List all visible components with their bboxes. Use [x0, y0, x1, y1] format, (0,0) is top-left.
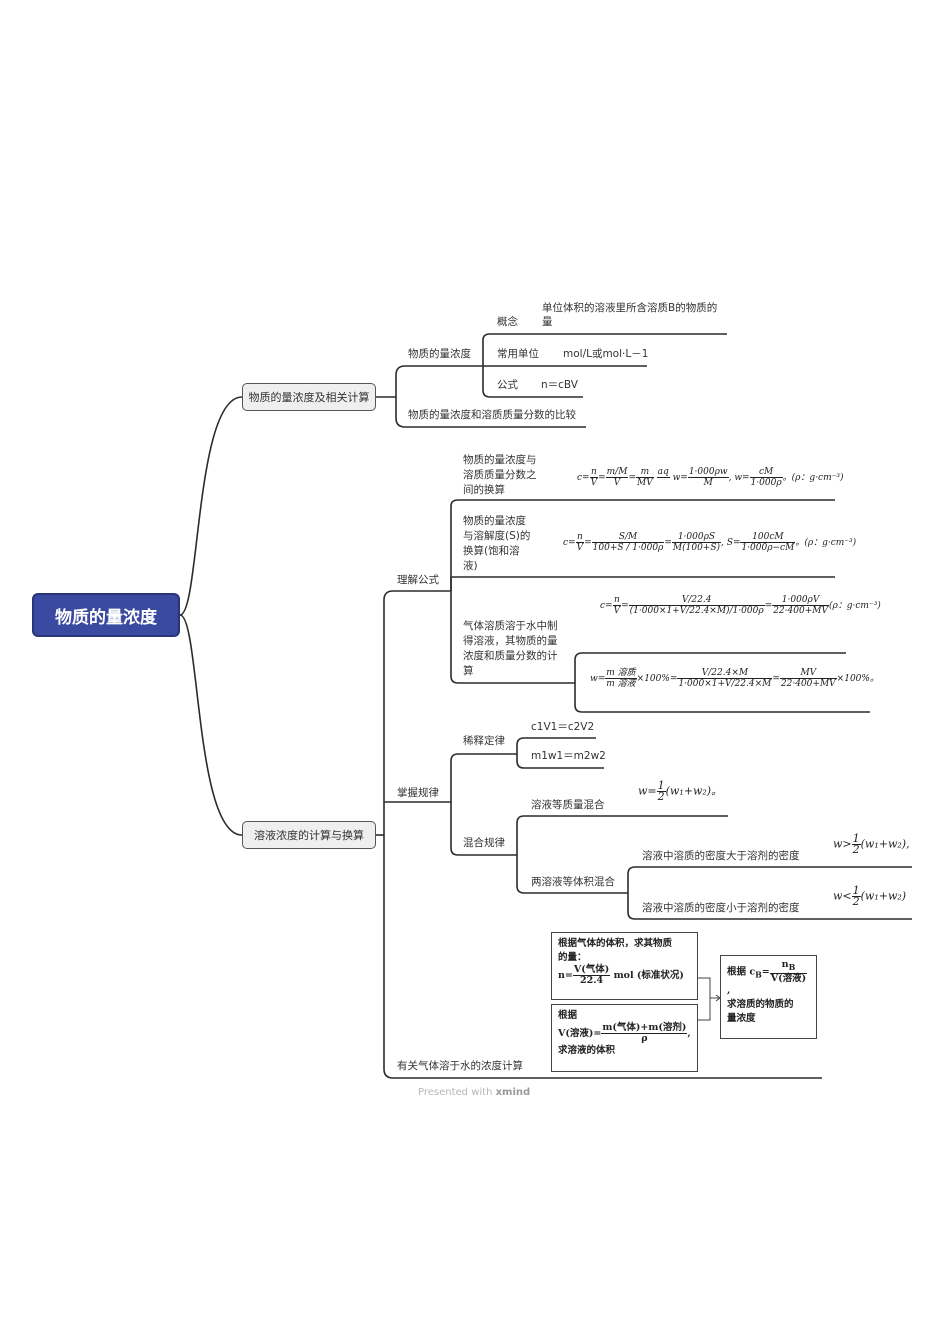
gas-box3-line1: 根据 [727, 966, 747, 978]
gas-box1-unit: mol (标准状况) [613, 970, 684, 981]
gas-box1-line2: 的量： [558, 952, 587, 963]
equal-mass-mix[interactable]: 溶液等质量混合 [531, 799, 605, 811]
concept-value-line2: 量 [542, 316, 553, 328]
gas-box3-line2: 求溶质的物质的 [727, 998, 794, 1010]
gas-volume-box: 根据气体的体积，求其物质 的量： n=V(气体)22.4 mol (标准状况) [551, 932, 698, 1000]
subtopic-comparison[interactable]: 物质的量浓度和溶质质量分数的比较 [408, 409, 576, 421]
subtopic-formulas[interactable]: 理解公式 [397, 574, 439, 586]
lighter-solute[interactable]: 溶液中溶质的密度小于溶剂的密度 [642, 902, 800, 914]
formula-item-solubility[interactable]: 物质的量浓度与溶解度(S)的换算(饱和溶液) [463, 515, 531, 572]
gas-box1-formula: n=V(气体)22.4 mol (标准状况) [558, 964, 684, 986]
subtopic-molarity[interactable]: 物质的量浓度 [408, 348, 471, 360]
solution-volume-box: 根据 V(溶液)=m(气体)+m(溶剂)ρ, 求溶液的体积 [551, 1004, 698, 1072]
formula-value: n＝cBV [541, 379, 578, 391]
dilution-eq2: m1w1＝m2w2 [531, 750, 606, 762]
gas-box2-line2: 求溶液的体积 [558, 1045, 616, 1056]
denser-solute[interactable]: 溶液中溶质的密度大于溶剂的密度 [642, 850, 800, 862]
dilution-eq1: c1V1＝c2V2 [531, 721, 595, 733]
unit-value: mol/L或mol·L－1 [563, 348, 649, 360]
formula-item-gas[interactable]: 气体溶质溶于水中制得溶液，其物质的量浓度和质量分数的计算 [463, 620, 558, 677]
concept-value-line1: 单位体积的溶液里所含溶质B的物质的 [542, 302, 718, 314]
formula-item-mass-fraction[interactable]: 物质的量浓度与溶质质量分数之间的换算 [463, 454, 537, 496]
gas-box2-line1: 根据 [558, 1010, 578, 1021]
root-topic[interactable]: 物质的量浓度 [32, 593, 180, 637]
unit-label[interactable]: 常用单位 [497, 348, 539, 360]
gas-box2-formula: V(溶液)=m(气体)+m(溶剂)ρ, [558, 1022, 691, 1044]
xmind-brand: xmind [495, 1087, 531, 1098]
formula-label[interactable]: 公式 [497, 379, 518, 391]
subtopic-gas-dissolving[interactable]: 有关气体溶于水的浓度计算 [397, 1060, 523, 1072]
topic-concentration-calc[interactable]: 物质的量浓度及相关计算 [242, 383, 376, 411]
footer-text: Presented with [418, 1087, 493, 1098]
concept-label[interactable]: 概念 [497, 316, 518, 328]
mixing-title[interactable]: 混合规律 [463, 837, 505, 849]
gas-box3-line3: 量浓度 [727, 1012, 756, 1024]
gas-box1-line1: 根据气体的体积，求其物质 [558, 938, 673, 949]
presented-with-footer: Presented with xmind [418, 1087, 530, 1098]
topic-solution-calc[interactable]: 溶液浓度的计算与换算 [242, 821, 376, 849]
equal-volume-mix[interactable]: 两溶液等体积混合 [531, 876, 615, 888]
subtopic-rules[interactable]: 掌握规律 [397, 787, 439, 799]
dilution-title[interactable]: 稀释定律 [463, 735, 505, 747]
